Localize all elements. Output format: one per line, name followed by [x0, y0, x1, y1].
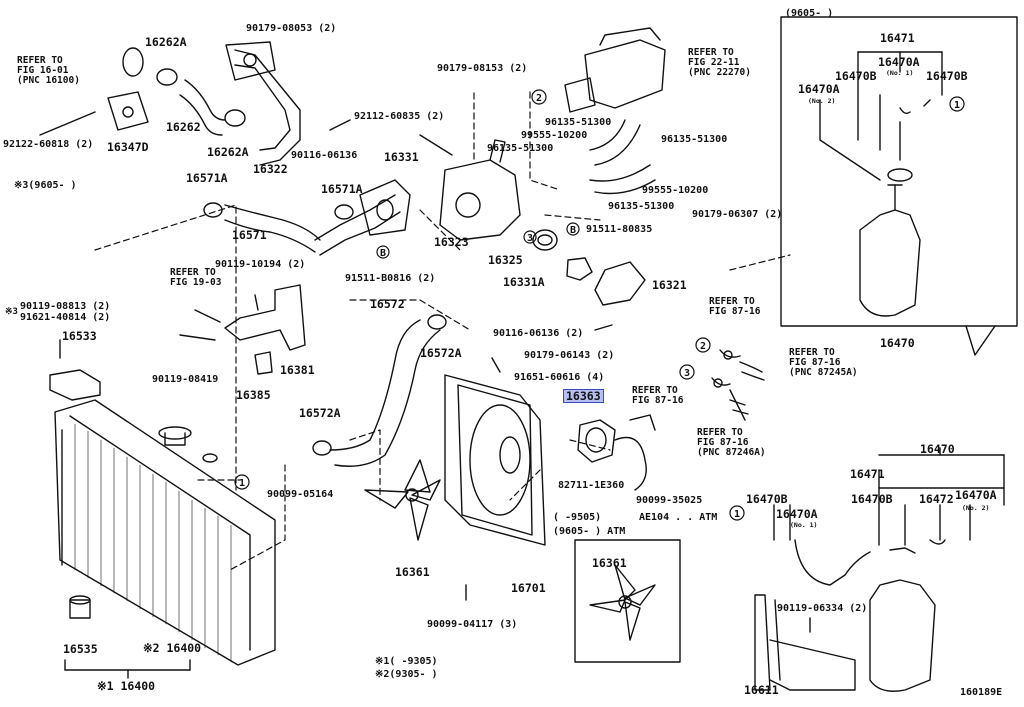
- part-label: 90119-10194 (2): [215, 259, 306, 270]
- part-label: 16347D: [107, 140, 149, 154]
- part-label: 16470A: [798, 82, 840, 96]
- part-label: 82711-1E360: [558, 480, 625, 491]
- part-label: 16321: [652, 278, 687, 292]
- part-label: AE104 . . ATM: [639, 512, 718, 523]
- part-label: ※1( -9305): [375, 656, 438, 667]
- part-label: 16470A: [776, 507, 818, 521]
- part-label: ※2(9305- ): [375, 669, 438, 680]
- part-label: 16701: [511, 581, 546, 595]
- part-label: ( -9505): [553, 512, 602, 523]
- part-label: 16471: [850, 467, 885, 481]
- variant-note: ※3(9605- ): [14, 180, 77, 191]
- part-label: 16470B: [926, 69, 968, 83]
- part-label: 92112-60835 (2): [354, 111, 445, 122]
- part-label: 16572A: [299, 406, 341, 420]
- callout-b-bolt-left: B: [380, 248, 386, 259]
- part-label: 90116-06136: [291, 150, 358, 161]
- part-label: 16262A: [145, 35, 187, 49]
- part-label: 16361: [395, 565, 430, 579]
- part-label: 16262A: [207, 145, 249, 159]
- part-label: 90179-08053 (2): [246, 23, 337, 34]
- part-label: 16385: [236, 388, 271, 402]
- part-label: 16572: [370, 297, 405, 311]
- part-label: 16471: [880, 31, 915, 45]
- part-label: 16381: [280, 363, 315, 377]
- part-label: 99555-10200: [521, 130, 588, 141]
- part-label: 90179-06143 (2): [524, 350, 615, 361]
- part-label: 16323: [434, 235, 469, 249]
- part-label: 91511-B0816 (2): [345, 273, 436, 284]
- part-label: 16322: [253, 162, 288, 176]
- variant-mark: ※3: [5, 307, 18, 317]
- callout-2-valve: 2: [536, 93, 542, 104]
- part-label: 99555-10200: [642, 185, 709, 196]
- part-label: 96135-51300: [661, 134, 728, 145]
- part-label: 16470B: [851, 492, 893, 506]
- part-label: 90119-06334 (2): [777, 603, 868, 614]
- part-label: 16470A: [955, 488, 997, 502]
- callout-2-fitting: 2: [700, 341, 706, 352]
- part-label: 16470: [880, 336, 915, 350]
- part-label: 16571: [232, 228, 267, 242]
- part-label: 16361: [592, 556, 627, 570]
- part-label: 90179-08153 (2): [437, 63, 528, 74]
- part-label: 16331A: [503, 275, 545, 289]
- part-label: 91651-60616 (4): [514, 372, 605, 383]
- part-label: 16571A: [186, 171, 228, 185]
- part-label: 16470B: [835, 69, 877, 83]
- callout-1-reservoir: 1: [734, 509, 740, 520]
- part-label: 16470: [920, 442, 955, 456]
- callout-3-thermostat: 3: [527, 233, 533, 244]
- part-label: 91511-80835: [586, 224, 653, 235]
- part-label: 16535: [63, 642, 98, 656]
- part-label: 16262: [166, 120, 201, 134]
- part-label: 90119-08813 (2): [20, 301, 111, 312]
- part-label: 90099-05164: [267, 489, 334, 500]
- inset-date-range: (9605- ): [785, 8, 834, 19]
- part-label: 91621-40814 (2): [20, 312, 111, 323]
- part-label: 96135-51300: [608, 201, 675, 212]
- part-label: (9605- ) ATM: [553, 526, 626, 537]
- part-label: 96135-51300: [487, 143, 554, 154]
- part-note: (No. 1): [790, 521, 818, 529]
- part-label: 90116-06136 (2): [493, 328, 584, 339]
- part-label: 16533: [62, 329, 97, 343]
- part-label: 90179-06307 (2): [692, 209, 783, 220]
- part-label: 90119-08419: [152, 374, 219, 385]
- part-label: 90099-04117 (3): [427, 619, 518, 630]
- part-label: 16472: [919, 492, 954, 506]
- part-label: 90099-35025: [636, 495, 703, 506]
- part-label: ※2 16400: [143, 641, 202, 655]
- part-label: 92122-60818 (2): [3, 139, 94, 150]
- part-note: (No. 2): [808, 97, 836, 105]
- part-label: ※1 16400: [97, 679, 156, 693]
- callout-b-bolt: B: [570, 225, 576, 236]
- part-label: 16571A: [321, 182, 363, 196]
- dashed-leader-lines: [94, 91, 791, 571]
- document-id: 160189E: [960, 687, 1003, 698]
- part-label: 16572A: [420, 346, 462, 360]
- callout-1-inset: 1: [954, 100, 960, 111]
- highlighted-part-16363[interactable]: 16363: [563, 389, 604, 403]
- part-label: 16325: [488, 253, 523, 267]
- part-label: 16611: [744, 683, 779, 697]
- part-note: (No. 2): [962, 504, 990, 512]
- callout-1-radiator: 1: [239, 478, 245, 489]
- part-note: (No. 1): [886, 69, 914, 77]
- part-label: 16470B: [746, 492, 788, 506]
- part-label: 16470A: [878, 55, 920, 69]
- part-label: 96135-51300: [545, 117, 612, 128]
- callout-3-fitting: 3: [684, 368, 690, 379]
- part-label: 16331: [384, 150, 419, 164]
